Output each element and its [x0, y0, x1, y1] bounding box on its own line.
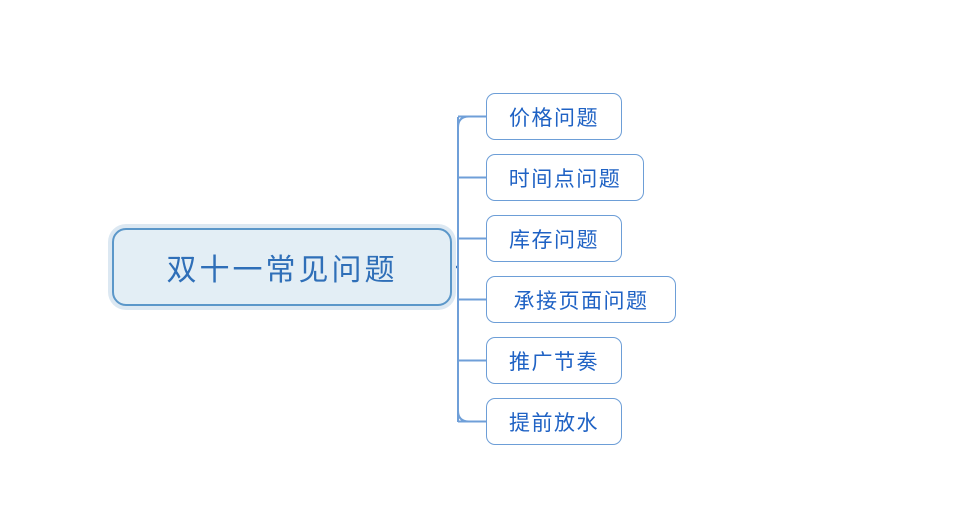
root-node-label: 双十一常见问题 — [166, 253, 398, 288]
root-node[interactable]: 双十一常见问题 — [112, 228, 452, 306]
child-node-label: 时间点问题 — [508, 166, 622, 191]
child-node-6[interactable]: 提前放水 — [486, 398, 622, 445]
branch-elbow-bottom — [457, 410, 470, 423]
branch-elbow-top — [457, 115, 470, 128]
child-node-2[interactable]: 时间点问题 — [486, 154, 644, 201]
child-node-label: 库存问题 — [509, 227, 599, 252]
child-node-5[interactable]: 推广节奏 — [486, 337, 622, 384]
child-node-3[interactable]: 库存问题 — [486, 215, 622, 262]
child-node-label: 推广节奏 — [509, 349, 599, 374]
child-node-4[interactable]: 承接页面问题 — [486, 276, 676, 323]
child-node-1[interactable]: 价格问题 — [486, 93, 622, 140]
child-node-label: 价格问题 — [509, 105, 599, 130]
child-node-label: 提前放水 — [509, 410, 599, 435]
child-node-label: 承接页面问题 — [513, 288, 649, 313]
